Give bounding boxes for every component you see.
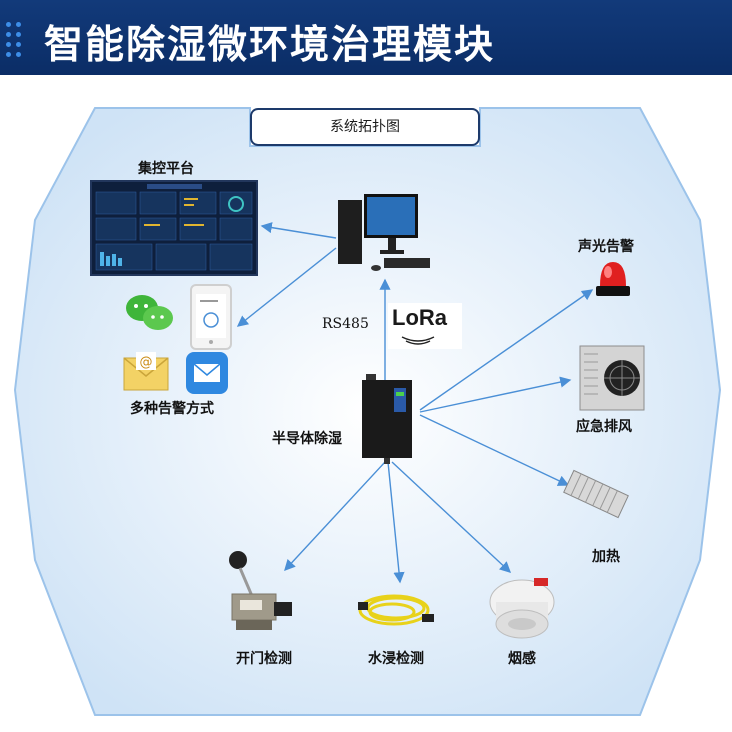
dots-decoration <box>6 22 28 62</box>
mail-app-icon <box>186 352 228 394</box>
door-switch-icon <box>222 548 298 644</box>
heater-icon <box>560 468 632 520</box>
smoke-label: 烟感 <box>508 651 536 667</box>
email-icon: @ <box>122 350 170 394</box>
wechat-icon <box>124 292 176 334</box>
platform-label: 集控平台 <box>138 161 194 177</box>
arrow-dehum-door <box>284 461 386 572</box>
fan-label: 应急排风 <box>576 419 632 435</box>
arrow-pc-phone <box>236 247 337 327</box>
lora-text: LoRa <box>392 305 447 330</box>
exhaust-fan-icon <box>578 344 648 412</box>
arrow-dehum-fan <box>419 376 572 413</box>
door-label: 开门检测 <box>236 651 292 667</box>
dashboard-screen-icon <box>90 180 258 276</box>
computer-icon <box>336 192 436 276</box>
water-label: 水浸检测 <box>368 651 424 667</box>
lora-logo-icon: LoRa <box>388 303 462 349</box>
page-title: 智能除湿微环境治理模块 <box>44 23 496 68</box>
header-banner: 智能除湿微环境治理模块 <box>0 0 732 78</box>
arrow-dehum-water <box>387 461 405 584</box>
rs485-label: RS485 <box>322 316 369 332</box>
smoke-detector-icon <box>486 572 558 644</box>
dehumidifier-label: 半导体除湿 <box>272 431 342 447</box>
heater-label: 加热 <box>592 549 620 565</box>
arrow-pc-platform <box>260 222 337 239</box>
arrow-dehum-heater <box>419 414 570 486</box>
topology-label: 系统拓扑图 <box>250 108 480 146</box>
alarm-light-label: 声光告警 <box>578 239 634 255</box>
alarm-light-icon <box>590 256 636 300</box>
arrow-dehum-alarm <box>419 289 594 411</box>
smartphone-icon <box>190 284 232 350</box>
arrow-dehum-smoke <box>391 461 512 573</box>
water-leak-cable-icon <box>354 580 438 640</box>
dehumidifier-device-icon <box>358 374 420 464</box>
svg-text:@: @ <box>140 355 153 370</box>
alerts-label: 多种告警方式 <box>130 401 214 417</box>
